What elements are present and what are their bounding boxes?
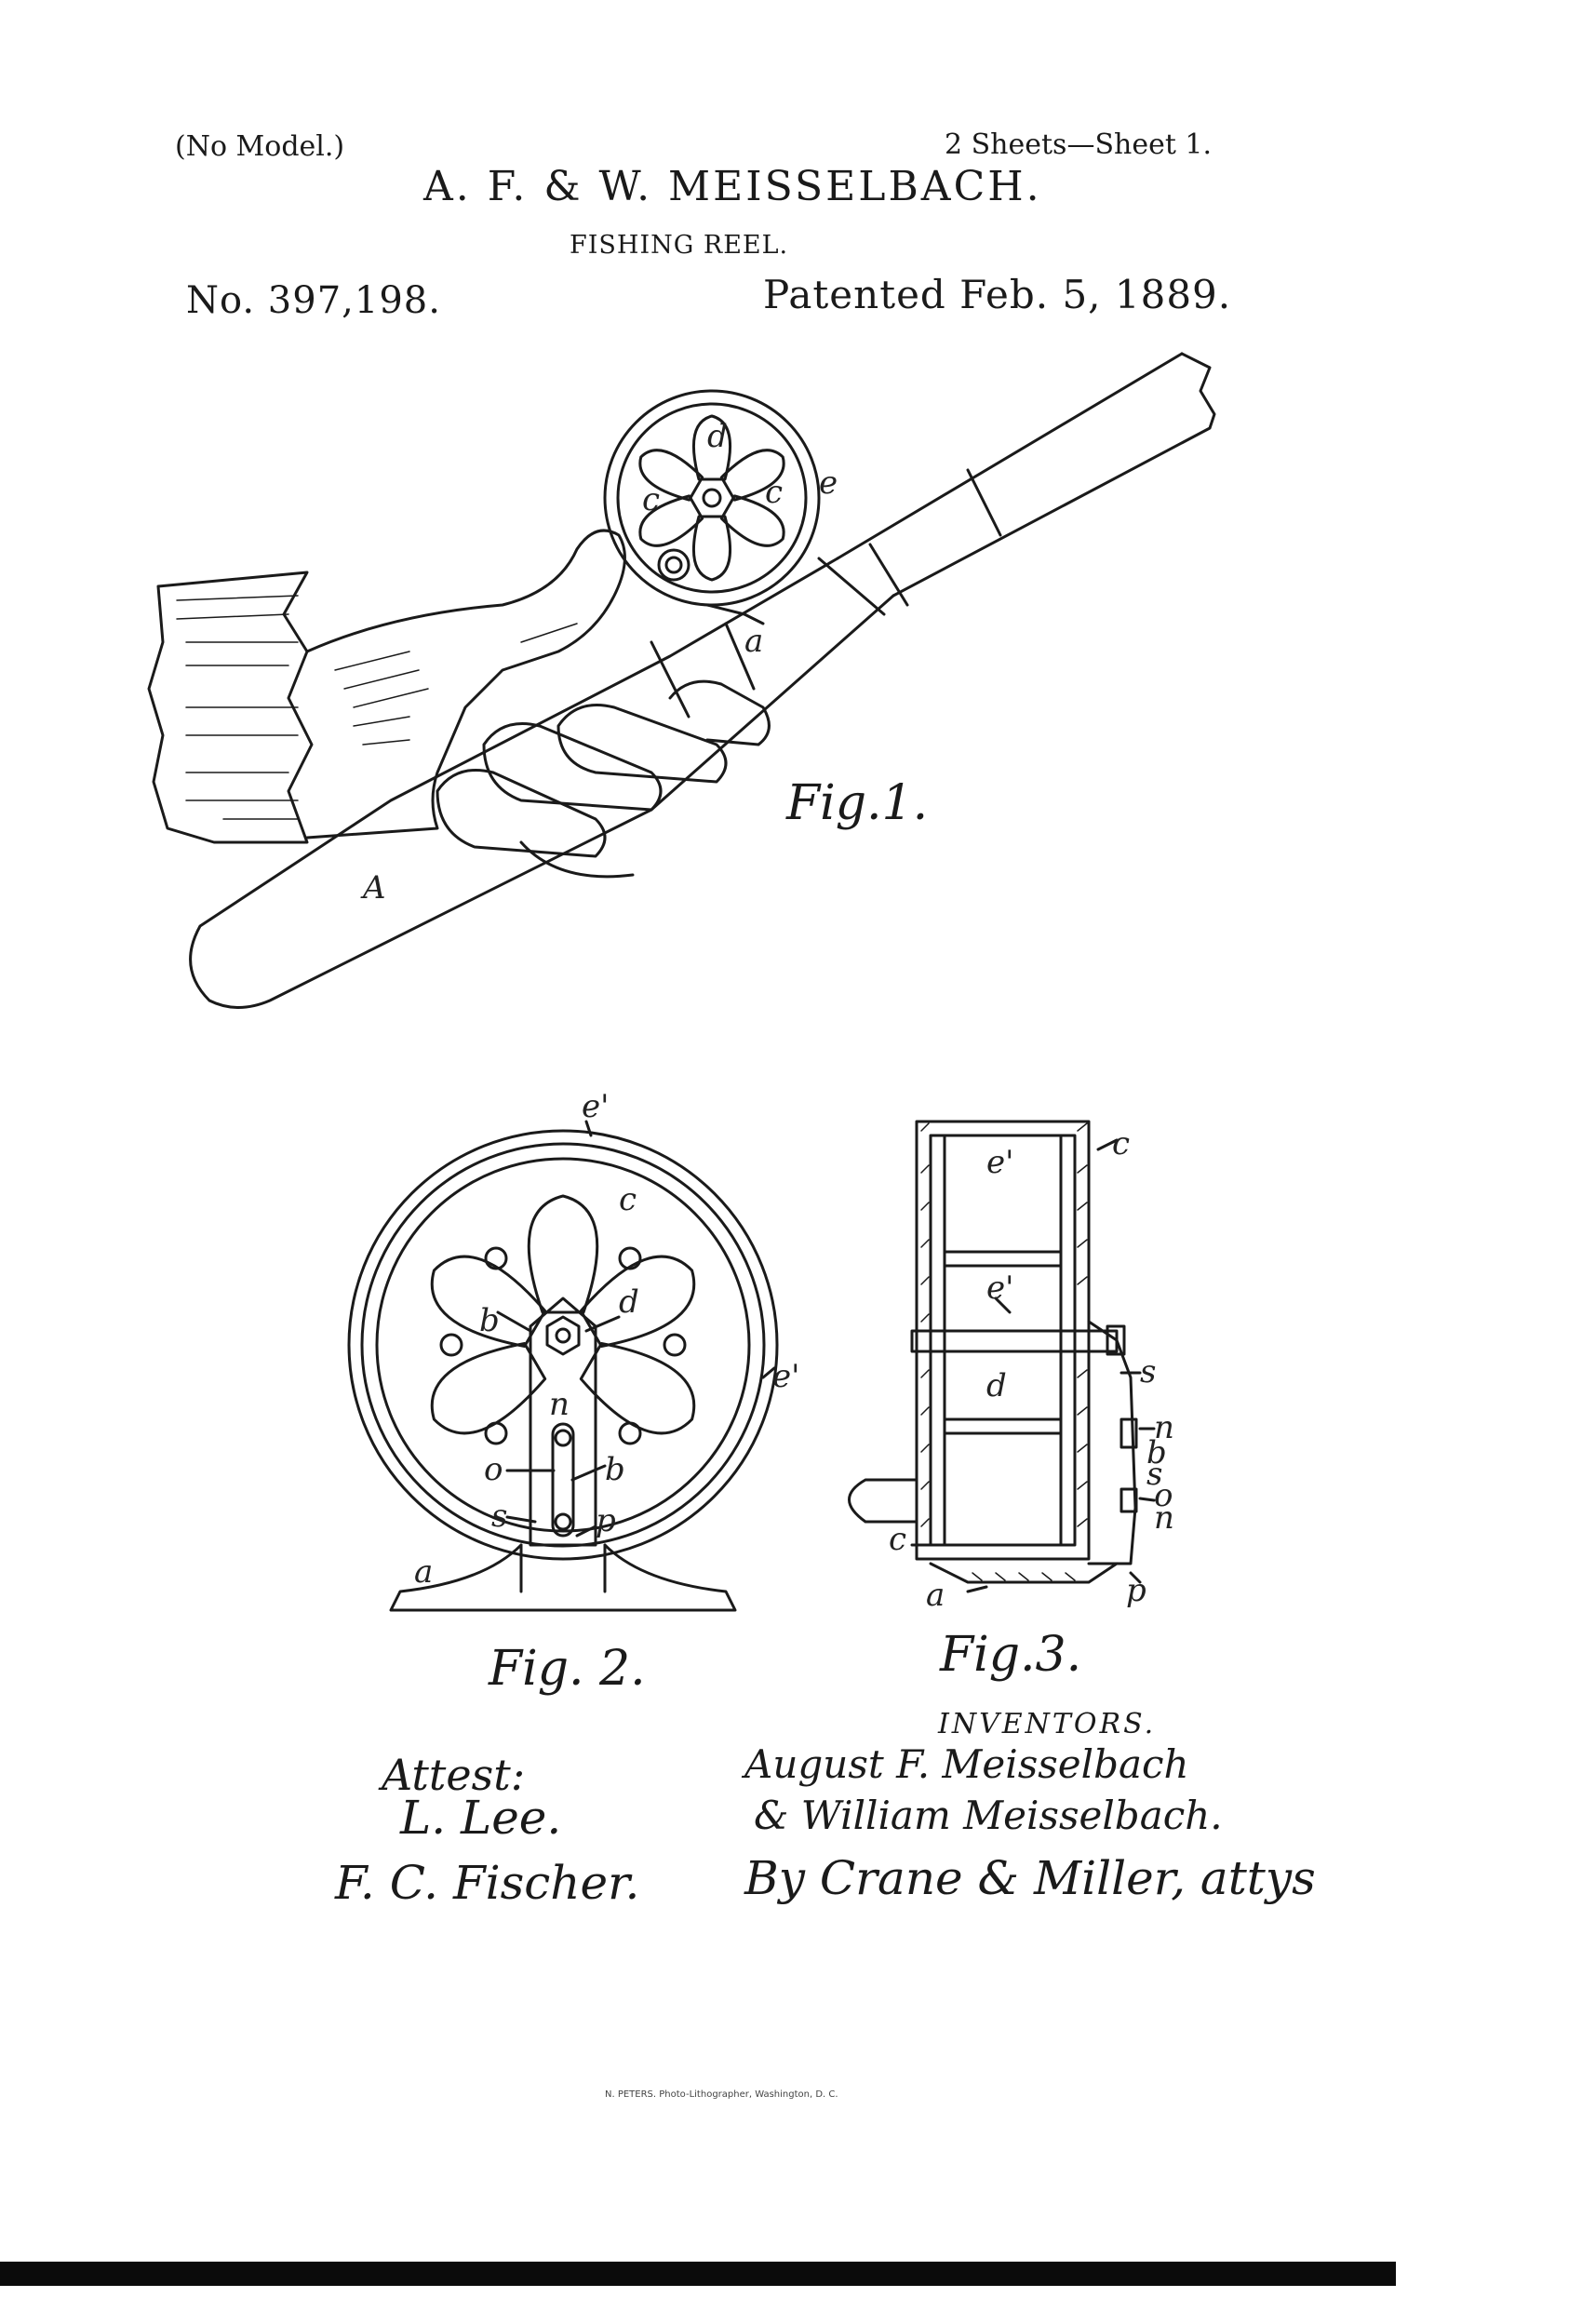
fig1-sleeve [147,571,314,844]
fig1-rod-tip [892,352,1216,598]
sheet-count: 2 Sheets—Sheet 1. [945,128,1213,161]
fig3-label-e-mid: e' [986,1269,1013,1307]
fig3-label-c-top: c [1112,1125,1130,1162]
fig3-caption: Fig.3. [939,1627,1081,1683]
no-model-label: (No Model.) [175,130,345,163]
fig1-label-a: a [744,623,763,660]
fig3-label-d: d [986,1367,1007,1404]
fig2-label-e-side: e' [772,1358,799,1395]
fig3-label-o: o [1154,1477,1173,1514]
fig3-label-n-upper: n [1154,1409,1174,1446]
fig1-illustration [147,352,1216,1009]
fig2-label-o: o [484,1451,503,1488]
fig1-finger-1 [556,704,728,784]
fig1-hand [305,529,626,840]
fig3-label-c-bottom: c [889,1521,906,1558]
fig2-label-b-lower: b [605,1451,625,1488]
fig2-label-n: n [549,1386,570,1423]
fig3-label-n-lower: n [1154,1499,1174,1537]
fig3-label-s-lower: s [1146,1456,1162,1493]
fig2-label-d: d [619,1283,639,1321]
witness-1-signature: L. Lee. [399,1791,561,1845]
fig2-caption: Fig. 2. [488,1641,646,1697]
fig3-label-e-top: e' [986,1144,1013,1181]
fig3-label-p: p [1126,1572,1146,1609]
fig2-label-e-top: e' [582,1088,609,1125]
inventor-2-signature: & William Meisselbach. [754,1793,1223,1838]
inventors-heading: INVENTORS. [938,1708,1157,1740]
fig2-label-b-upper: b [479,1302,500,1339]
fig1-rod-handle [189,557,895,1009]
patent-number: No. 397,198. [186,279,441,322]
attest-heading: Attest: [382,1750,526,1800]
fig1-label-c-left: c [642,481,660,518]
fig3-label-s: s [1140,1353,1156,1390]
fig1-label-A: A [360,869,386,907]
fig1-label-d: d [707,418,728,455]
fig2-foot [389,1543,737,1612]
inventor-names-header: A. F. & W. MEISSELBACH. [423,163,1042,210]
scan-border-bar [0,2262,1396,2286]
invention-title: FISHING REEL. [570,231,789,260]
fig3-handle [848,1478,918,1524]
fig2-illustration [347,1120,779,1612]
fig2-label-c: c [619,1181,637,1218]
fig2-reel-rim [347,1129,779,1561]
fig3-foot [929,1562,1119,1584]
fig3-label-a: a [926,1577,945,1614]
fig3-label-b: b [1146,1434,1167,1471]
fig2-label-a: a [414,1553,433,1591]
fig2-label-p: p [596,1502,616,1539]
patent-date: Patented Feb. 5, 1889. [763,272,1232,317]
fig3-illustration [848,1120,1156,1593]
attorney-signature: By Crane & Miller, attys [744,1851,1316,1905]
fig3-axle [910,1329,1119,1353]
fig1-caption: Fig.1. [785,775,928,831]
fig2-crank-arm [529,1296,597,1547]
fig3-side-plate [1087,1320,1137,1565]
lithographer-credit: N. PETERS. Photo-Lithographer, Washingto… [605,2089,838,2100]
fig2-label-s: s [491,1498,507,1535]
witness-2-signature: F. C. Fischer. [334,1856,639,1910]
fig1-label-c-right: c [765,474,783,511]
fig1-label-e: e [819,464,838,502]
fig3-spool-frame [915,1120,1091,1561]
inventor-1-signature: August F. Meisselbach [741,1741,1189,1787]
